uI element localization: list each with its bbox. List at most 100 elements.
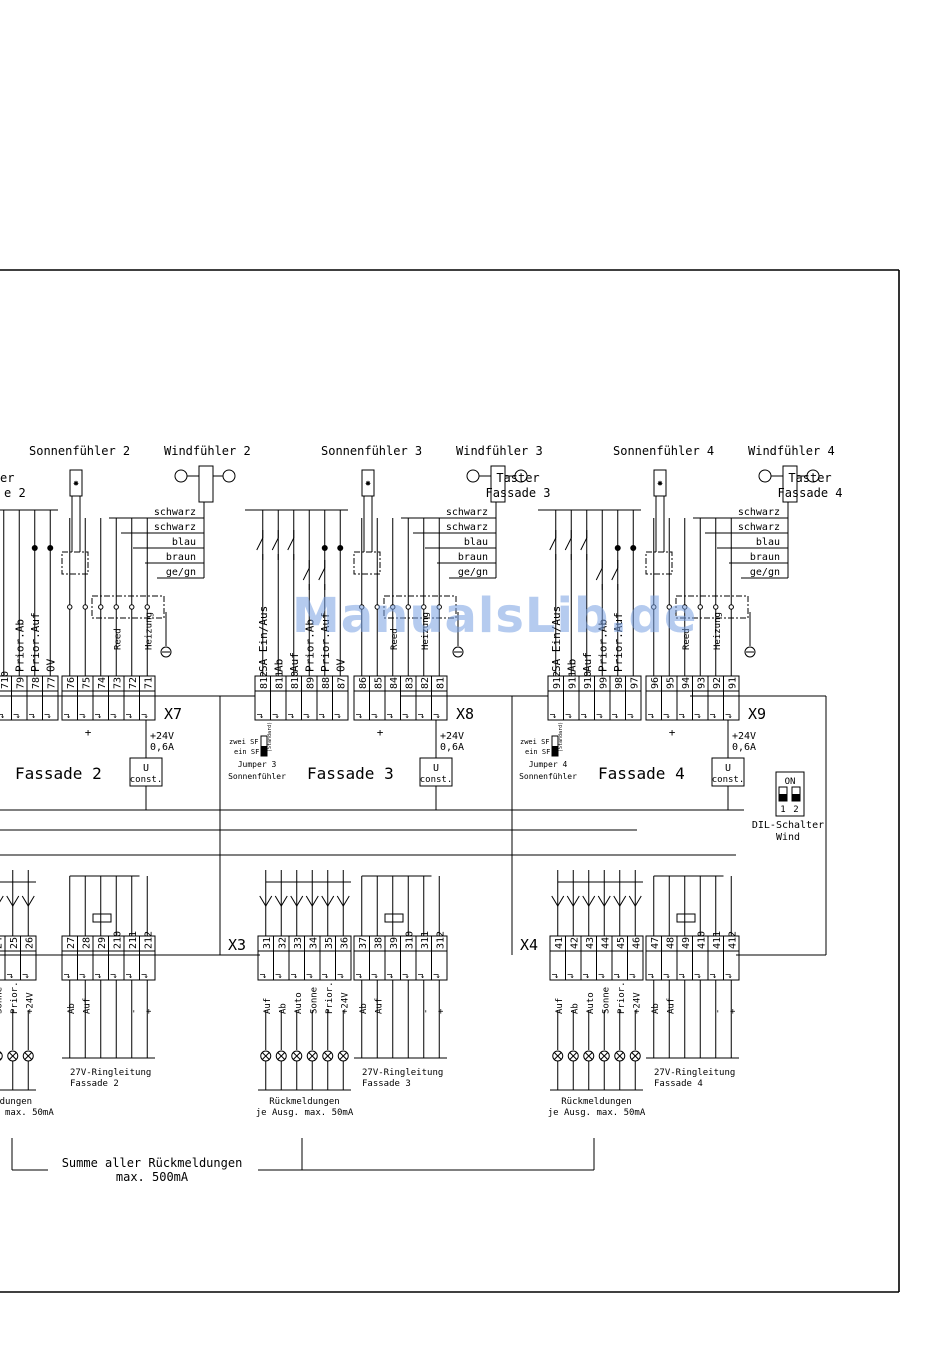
terminal-symbol: ↲: [724, 973, 734, 978]
input-terminal-label: Prior.Auf: [319, 612, 332, 672]
junction-dot: [615, 546, 620, 551]
plus-sign: +: [377, 726, 384, 739]
fuse-symbol: [677, 914, 695, 922]
wire-color-label: schwarz: [446, 522, 488, 533]
wire-node: [422, 605, 426, 609]
terminal-symbol: ↲: [370, 973, 380, 978]
input-terminal-label: Auf: [288, 652, 301, 672]
output-terminal-label: Prior.: [10, 981, 20, 1014]
wire-node: [83, 605, 87, 609]
terminal-symbol: ↲: [401, 973, 411, 978]
terminal-number: 37: [358, 937, 369, 949]
wire: [596, 568, 602, 580]
button-title: Taster: [496, 471, 539, 485]
terminal-symbol: ↲: [305, 973, 315, 978]
wire: [272, 538, 278, 550]
u-const-label: const.: [420, 775, 453, 785]
input-terminal-label: 0V: [44, 658, 57, 672]
terminal-number: 33: [293, 937, 304, 949]
terminal-number: 41: [554, 937, 565, 949]
terminal-symbol: ↲: [271, 713, 281, 718]
terminal-symbol: ↲: [21, 973, 31, 978]
terminal-symbol: ↲: [613, 973, 623, 978]
wire-node: [360, 605, 364, 609]
terminal-symbol: ↲: [580, 713, 590, 718]
terminal-number: 31: [262, 937, 273, 949]
terminal-symbol: ↲: [564, 713, 574, 718]
button-title: Fassade 4: [777, 486, 842, 500]
terminal-symbol: ↲: [140, 713, 150, 718]
terminal-number: 210: [112, 931, 123, 949]
wire-node: [652, 605, 656, 609]
wire-node: [437, 605, 441, 609]
terminal-symbol: ↲: [125, 973, 135, 978]
wire-color-label: schwarz: [738, 507, 780, 518]
dil-number: 1: [780, 805, 785, 815]
junction-dot: [48, 546, 53, 551]
supply-voltage: +24V: [440, 731, 464, 742]
feedback-caption: je Ausg. max. 50mA: [0, 1108, 54, 1118]
terminal-number: 88: [321, 677, 332, 689]
dil-number: 2: [793, 805, 798, 815]
connector-label: X9: [748, 705, 766, 723]
feedback-caption: Rückmeldungen: [269, 1097, 339, 1107]
terminal-symbol: ↲: [662, 713, 672, 718]
terminal-number: 95: [665, 677, 676, 689]
feedback-caption: Rückmeldungen: [561, 1097, 631, 1107]
terminal-symbol: ↲: [63, 713, 73, 718]
ring-caption: 27V-Ringleitung: [362, 1068, 443, 1078]
sensor-sun-title: Sonnenfühler 2: [29, 444, 130, 458]
terminal-symbol: ↲: [6, 973, 16, 978]
ring-terminal-label: -: [129, 1009, 139, 1014]
terminal-symbol: ↲: [355, 973, 365, 978]
output-connector-label: X4: [520, 936, 538, 954]
ring-caption: Fassade 4: [654, 1079, 703, 1089]
terminal-symbol: ↲: [693, 713, 703, 718]
terminal-number: 98: [614, 677, 625, 689]
junction-dot: [338, 546, 343, 551]
supply-current: 0,6A: [150, 742, 174, 753]
terminal-number: 812: [259, 671, 270, 689]
terminal-number: 85: [373, 677, 384, 689]
output-terminal-label: +24V: [340, 992, 350, 1014]
sun-icon: ✸: [365, 478, 371, 489]
button-title: Taster: [788, 471, 831, 485]
plus-sign: +: [669, 726, 676, 739]
terminal-number: 411: [712, 931, 723, 949]
terminal-number: 310: [404, 931, 415, 949]
wire-color-label: schwarz: [446, 507, 488, 518]
feedback-caption: je Ausg. max. 50mA: [256, 1108, 354, 1118]
input-terminal-label: 0V: [334, 658, 347, 672]
plus-sign: +: [85, 726, 92, 739]
feedback-caption: je Ausg. max. 50mA: [548, 1108, 646, 1118]
summary-line-1: Summe aller Rückmeldungen: [62, 1156, 243, 1170]
terminal-symbol: ↲: [566, 973, 576, 978]
terminal-number: 49: [681, 937, 692, 949]
terminal-number: 27: [66, 937, 77, 949]
terminal-symbol: ↲: [336, 973, 346, 978]
terminal-number: 46: [631, 937, 642, 949]
terminal-symbol: ↲: [321, 973, 331, 978]
wire-color-label: blau: [464, 537, 488, 548]
dil-switch-1-knob: [779, 794, 787, 801]
terminal-symbol: ↲: [78, 713, 88, 718]
terminal-symbol: ↲: [595, 713, 605, 718]
terminal-symbol: ↲: [109, 973, 119, 978]
terminal-number: 311: [420, 931, 431, 949]
terminal-number: 25: [9, 937, 20, 949]
u-const-label: U: [143, 763, 149, 774]
input-terminal-label: Ab: [565, 659, 578, 672]
terminal-number: 75: [81, 677, 92, 689]
terminal-symbol: ↲: [582, 973, 592, 978]
terminal-number: 36: [339, 937, 350, 949]
input-terminal-label: Auf: [581, 652, 594, 672]
fuse-symbol: [385, 914, 403, 922]
junction-dot: [322, 546, 327, 551]
wire-node: [714, 605, 718, 609]
output-terminal-label: Prior.: [325, 981, 335, 1014]
terminal-symbol: ↲: [318, 713, 328, 718]
terminal-number: 211: [128, 931, 139, 949]
terminal-number: 45: [616, 937, 627, 949]
terminal-symbol: ↲: [551, 973, 561, 978]
terminal-symbol: ↲: [709, 973, 719, 978]
